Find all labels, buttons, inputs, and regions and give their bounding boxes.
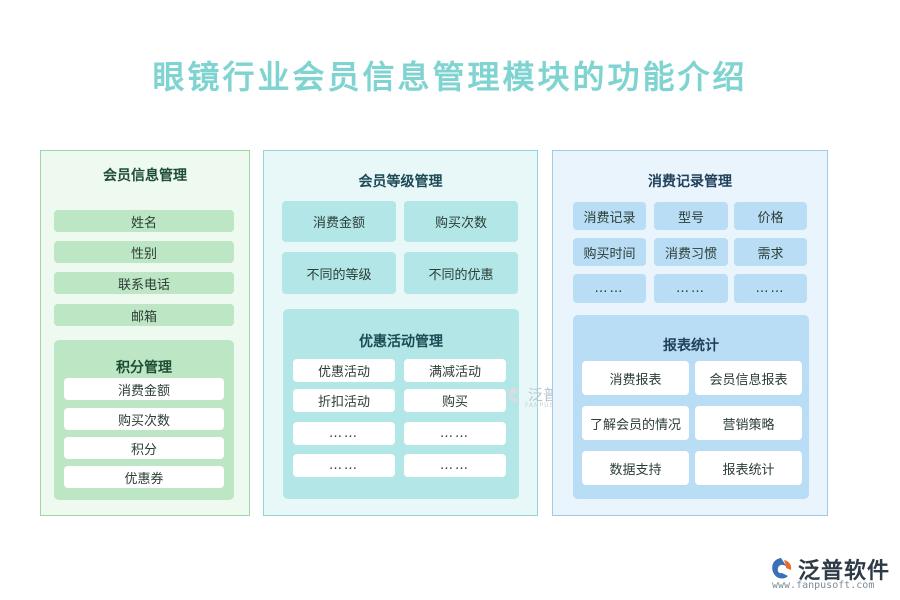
logo-url: www.fanpusoft.com — [772, 580, 875, 591]
consumption-item: 需求 — [734, 238, 807, 266]
report-item: 报表统计 — [695, 451, 802, 485]
points-item: 购买次数 — [64, 408, 224, 430]
promo-item-ellipsis: …… — [404, 422, 506, 445]
points-item: 积分 — [64, 437, 224, 459]
consumption-record-title: 消费记录管理 — [648, 174, 732, 190]
member-level-item: 不同的等级 — [282, 252, 396, 294]
promo-item: 折扣活动 — [293, 389, 395, 412]
promo-item: 满减活动 — [404, 359, 506, 382]
promo-management-title: 优惠活动管理 — [359, 334, 443, 350]
fanpu-logo: 泛普软件 — [768, 553, 890, 585]
fanpu-logo-icon — [772, 558, 792, 579]
consumption-item: 消费记录 — [573, 202, 646, 230]
member-info-item: 邮箱 — [54, 304, 234, 326]
member-level-item: 不同的优惠 — [404, 252, 518, 294]
promo-management-box: 优惠活动管理 优惠活动 满减活动 折扣活动 购买 …… …… …… …… — [283, 309, 519, 499]
points-management-title: 积分管理 — [116, 360, 172, 376]
member-info-panel: 会员信息管理 姓名 性别 联系电话 邮箱 积分管理 消费金额 购买次数 积分 优… — [40, 150, 250, 516]
member-level-panel: 会员等级管理 消费金额 购买次数 不同的等级 不同的优惠 优惠活动管理 优惠活动… — [263, 150, 538, 516]
consumption-item: 型号 — [654, 202, 728, 230]
report-item: 会员信息报表 — [695, 361, 802, 395]
report-item: 数据支持 — [582, 451, 689, 485]
consumption-item: 购买时间 — [573, 238, 646, 266]
promo-item-ellipsis: …… — [404, 454, 506, 477]
report-stats-box: 报表统计 消费报表 会员信息报表 了解会员的情况 营销策略 数据支持 报表统计 — [573, 315, 809, 499]
member-info-item: 联系电话 — [54, 272, 234, 294]
fanpu-watermark-icon — [508, 386, 520, 402]
points-item: 消费金额 — [64, 378, 224, 400]
member-info-item: 姓名 — [54, 210, 234, 232]
report-item: 消费报表 — [582, 361, 689, 395]
consumption-item: 消费习惯 — [654, 238, 728, 266]
member-info-item: 性别 — [54, 241, 234, 263]
member-level-item: 消费金额 — [282, 201, 396, 242]
promo-item-ellipsis: …… — [293, 454, 395, 477]
member-level-title: 会员等级管理 — [358, 174, 443, 190]
member-level-item: 购买次数 — [404, 201, 518, 242]
consumption-item-ellipsis: …… — [734, 274, 807, 303]
consumption-item-ellipsis: …… — [654, 274, 728, 303]
consumption-item: 价格 — [734, 202, 807, 230]
report-stats-title: 报表统计 — [663, 338, 719, 354]
consumption-record-panel: 消费记录管理 消费记录 型号 价格 购买时间 消费习惯 需求 …… …… …… … — [552, 150, 828, 516]
report-item: 营销策略 — [695, 406, 802, 440]
report-item: 了解会员的情况 — [582, 406, 689, 440]
logo-name: 泛普软件 — [798, 559, 891, 584]
consumption-item-ellipsis: …… — [573, 274, 646, 303]
points-item: 优惠券 — [64, 466, 224, 488]
promo-item: 优惠活动 — [293, 359, 395, 382]
points-management-box: 积分管理 消费金额 购买次数 积分 优惠券 — [54, 340, 234, 500]
page-title: 眼镜行业会员信息管理模块的功能介绍 — [152, 58, 748, 96]
promo-item-ellipsis: …… — [293, 422, 395, 445]
promo-item: 购买 — [404, 389, 506, 412]
member-info-title: 会员信息管理 — [103, 168, 187, 184]
